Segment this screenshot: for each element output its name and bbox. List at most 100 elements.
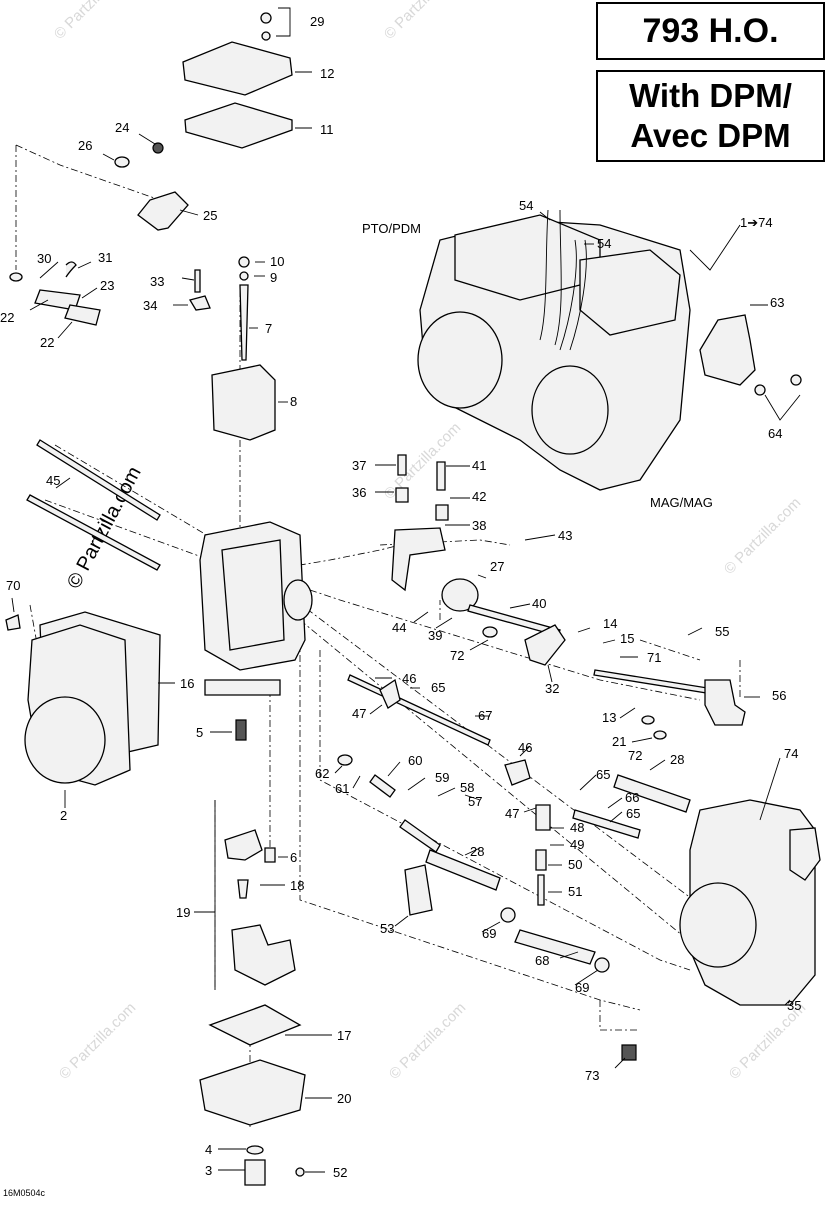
intake-housing (5, 611, 161, 786)
lower-carb-sensor (789, 827, 821, 881)
part-label-23: 23 (100, 278, 114, 293)
part-33-screw (194, 269, 201, 293)
part-20-bowl (199, 1059, 306, 1126)
assembly-ref-label: 1➔74 (740, 215, 773, 230)
part-label-32: 32 (545, 681, 559, 696)
part-label-72a: 72 (450, 648, 464, 663)
part-label-54b: 54 (597, 236, 611, 251)
watermark-6: © Partzilla.com (386, 999, 469, 1082)
variant-line-1: With DPM/ (629, 77, 792, 114)
part-label-65b: 65 (596, 767, 610, 782)
part-label-10: 10 (270, 254, 284, 269)
part-label-63: 63 (770, 295, 784, 310)
part-label-47a: 47 (352, 706, 366, 721)
part-label-46a: 46 (402, 671, 416, 686)
part-label-12: 12 (320, 66, 334, 81)
part-label-69a: 69 (482, 926, 496, 941)
part-label-29: 29 (310, 14, 324, 29)
part-label-65a: 65 (431, 680, 445, 695)
part-54-hose-3 (559, 239, 577, 351)
part-label-26: 26 (78, 138, 92, 153)
part-label-8: 8 (290, 394, 297, 409)
part-67-rod (347, 674, 491, 746)
part-53-fitting (404, 864, 433, 916)
part-label-9: 9 (270, 270, 277, 285)
part-45-bolt-2 (26, 494, 161, 571)
center-carb-body (26, 439, 313, 741)
part-26-bushing (114, 156, 130, 168)
part-label-56: 56 (772, 688, 786, 703)
part-label-45: 45 (46, 473, 60, 488)
part-3-plug (244, 1159, 266, 1186)
part-72-washer-b (653, 730, 667, 740)
part-label-36: 36 (352, 485, 366, 500)
part-5-jet (235, 719, 247, 741)
part-56-bracket (704, 679, 746, 726)
part-label-72b: 72 (628, 748, 642, 763)
part-28-tube-1 (204, 679, 281, 696)
part-label-6: 6 (290, 850, 297, 865)
part-45-bolt-1 (36, 439, 161, 521)
part-21-ring (641, 715, 655, 725)
part-73-plug (621, 1044, 637, 1061)
part-51-plunger (537, 874, 545, 906)
part-37-screw (397, 454, 407, 476)
center-body-port (283, 579, 313, 621)
part-38-bracket (391, 527, 446, 592)
part-18-needle (237, 879, 249, 899)
part-label-22b: 22 (40, 335, 54, 350)
part-label-53: 53 (380, 921, 394, 936)
part-label-28b: 28 (470, 844, 484, 859)
mag-carb-assembly (621, 799, 821, 1061)
part-label-51: 51 (568, 884, 582, 899)
part-60-spring (369, 774, 396, 798)
part-label-58: 58 (460, 780, 474, 795)
part-label-61: 61 (335, 781, 349, 796)
part-57-lever (504, 759, 531, 786)
part-label-35: 35 (787, 998, 801, 1013)
part-label-48: 48 (570, 820, 584, 835)
part-label-2: 2 (60, 808, 67, 823)
part-label-65c: 65 (626, 806, 640, 821)
part-28-tube-2 (613, 774, 691, 813)
upper-carb-block-2 (579, 249, 681, 336)
part-8-slide (211, 364, 276, 441)
part-label-39: 39 (428, 628, 442, 643)
part-label-69b: 69 (575, 980, 589, 995)
part-label-37: 37 (352, 458, 366, 473)
part-64-screw-2 (790, 374, 802, 386)
part-label-3: 3 (205, 1163, 212, 1178)
part-label-49: 49 (570, 837, 584, 852)
part-42-spring (435, 504, 449, 521)
part-label-73: 73 (585, 1068, 599, 1083)
watermark-1: © Partzilla.com (51, 0, 134, 43)
part-label-70: 70 (6, 578, 20, 593)
part-label-33: 33 (150, 274, 164, 289)
part-label-43: 43 (558, 528, 572, 543)
part-label-74: 74 (784, 746, 798, 761)
part-label-19: 19 (176, 905, 190, 920)
part-label-46b: 46 (518, 740, 532, 755)
float-bowl-assembly (199, 829, 306, 1186)
part-label-60: 60 (408, 753, 422, 768)
part-52-screw (295, 1167, 305, 1177)
part-2-bore (24, 696, 106, 784)
part-label-28a: 28 (670, 752, 684, 767)
part-label-16: 16 (180, 676, 194, 691)
part-4-oring (246, 1145, 264, 1155)
throttle-linkage (337, 454, 746, 973)
part-label-64: 64 (768, 426, 782, 441)
part-64-screw-1 (754, 384, 766, 396)
part-62-washer (337, 754, 353, 766)
watermark-4: © Partzilla.com (721, 494, 804, 577)
part-label-5: 5 (196, 725, 203, 740)
part-54-hose-2 (554, 209, 562, 346)
part-label-13: 13 (602, 710, 616, 725)
part-label-57: 57 (468, 794, 482, 809)
part-label-68: 68 (535, 953, 549, 968)
part-label-7: 7 (265, 321, 272, 336)
drawing-code: 16M0504c (3, 1188, 46, 1198)
